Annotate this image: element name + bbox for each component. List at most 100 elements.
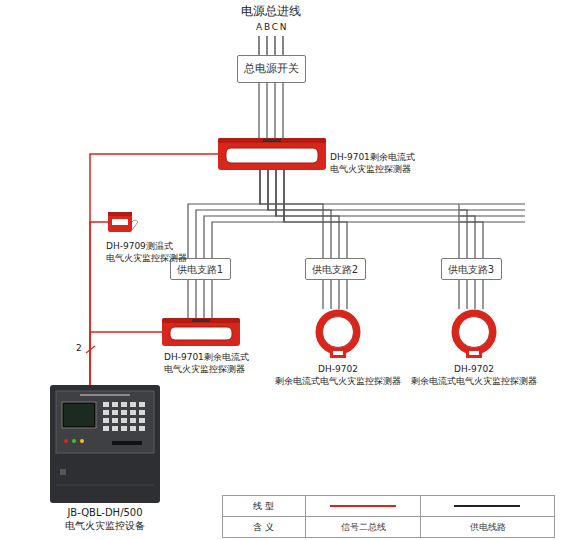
drawing-part [62,402,96,428]
device-label: DH-9702 剩余电流式电气火灾监控探测器 [275,363,401,387]
power-line [260,170,347,258]
drawing-part [64,404,94,426]
drawing-part [80,439,84,443]
drawing-part [469,351,479,355]
text-line: 电气火灾监控设备 [65,519,145,532]
drawing-part [460,203,525,204]
drawing-part [132,220,138,230]
text-line: 剩余电流式电气火灾监控探测器 [411,375,537,387]
drawing-part [139,402,145,407]
branch-box: 供电支路3 [441,258,502,280]
device-label: DH-9702 剩余电流式电气火灾监控探测器 [411,363,537,387]
drawing-part [112,441,142,445]
drawing-part [139,410,145,415]
drawing-part [121,402,127,407]
drawing-part [103,426,109,431]
switch-box: 总电源开关 [237,55,306,83]
box-label: 总电源开关 [244,62,299,76]
legend-text: 供电线路 [470,521,506,533]
signal-bus-line [90,222,108,385]
bus-extension [460,204,525,222]
drawing-part [64,439,68,443]
device-label: DH-9701剩余电流式 电气火灾监控探测器 [330,151,415,175]
drawing-part [50,385,160,503]
table-header: 线 型 [253,500,274,512]
legend-text: 信号二总线 [341,521,386,533]
drawing-part [170,327,232,340]
ring-shape [313,309,363,359]
drawing-part [330,349,346,358]
legend-table [223,496,555,538]
text-line: DH-9709测温式 [106,240,187,252]
signal-bus-line [90,332,162,385]
drawing-part [274,36,275,55]
drawing-part [112,402,118,407]
text-line: JB-QBL-DH/500 [65,506,145,519]
wire-count: 2 [76,342,82,354]
drawing-part [459,317,490,348]
text-line: DH-9702 [411,363,537,375]
drawing-part [103,402,109,407]
drawing-part [112,219,128,225]
dev-shape [218,138,326,170]
table-header: 含 义 [253,521,274,533]
ring-detector: DH-9702 剩余电流式电气火灾监控探测器 [449,309,499,359]
drawing-part [263,139,281,142]
text-line: 电气火灾监控探测器 [106,252,187,264]
drawing-part [112,418,118,423]
phase-label: A [256,21,262,33]
ring-shape [449,309,499,359]
phase-label: B [264,21,270,33]
drawing-part [56,391,154,453]
power-line [323,280,347,309]
drawing-part [466,349,482,358]
drawing-part [192,319,210,322]
drawing-part [112,410,118,415]
residual-current-detector: DH-9701剩余电流式 电气火灾监控探测器 [218,138,326,170]
drawing-part [112,426,118,431]
drawing-part [223,516,555,517]
drawing-part [162,318,240,323]
box-label: 供电支路1 [177,263,223,276]
drawing-part [258,36,259,55]
drawing-part [218,138,326,143]
drawing-part [218,138,326,170]
branch-box: 供电支路2 [305,258,366,280]
drawing-part [455,313,493,351]
device-label: JB-QBL-DH/500 电气火灾监控设备 [65,506,145,532]
drawing-part [60,469,66,475]
ring-detector: DH-9702 剩余电流式电气火灾监控探测器 [313,309,363,359]
drawing-part [56,485,154,486]
drawing-part [139,418,145,423]
drawing-part [282,36,283,55]
drawing-part [103,418,109,423]
drawing-part [319,313,357,351]
monitor-equipment: JB-QBL-DH/500 电气火灾监控设备 [50,385,160,503]
phase-label: N [280,21,287,33]
drawing-part [162,318,240,346]
drawing-part [266,36,267,55]
drawing-part [121,418,127,423]
box-label: 供电支路3 [448,263,494,276]
drawing-part [305,496,306,538]
drawing-part [139,426,145,431]
text-line: 电气火灾监控探测器 [330,163,415,175]
drawing-part [130,426,136,431]
device-label: DH-9701剩余电流式 电气火灾监控探测器 [164,351,249,375]
legend-sample-power [454,505,520,507]
drawing-part [420,496,421,538]
device-label: DH-9709测温式 电气火灾监控探测器 [106,240,187,264]
drawing-part [226,148,318,163]
diagram-title: 电源总进线 [241,3,301,19]
drawing-part [333,351,343,355]
text-line: 剩余电流式电气火灾监控探测器 [275,375,401,387]
incoming-wires [259,36,283,55]
text-line: DH-9702 [275,363,401,375]
text-line: DH-9701剩余电流式 [164,351,249,363]
drawing-part [108,212,132,216]
power-line [188,280,212,318]
drawing-part [323,317,354,348]
power-line [459,280,483,309]
power-line [259,83,283,138]
